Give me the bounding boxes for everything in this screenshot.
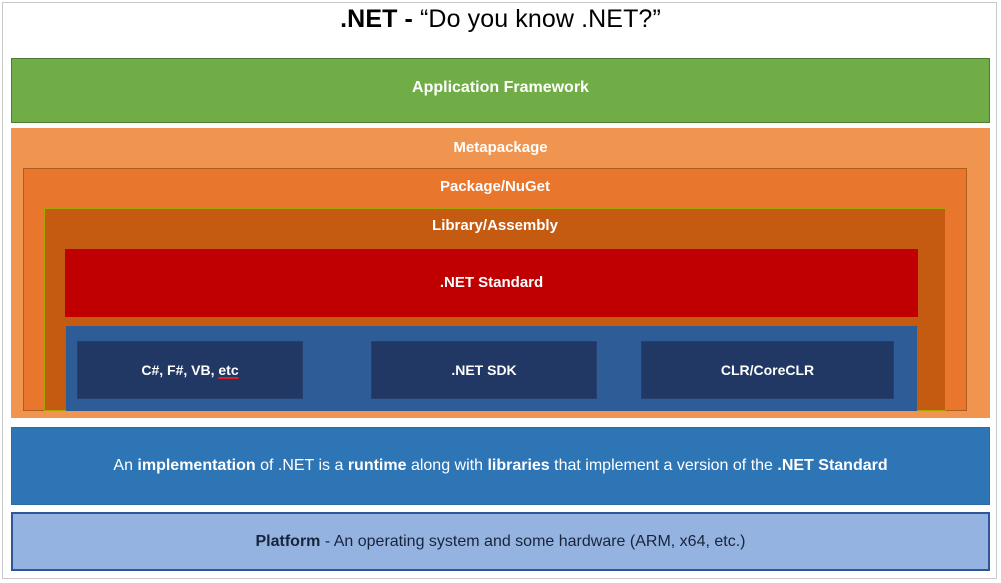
page-title: .NET - “Do you know .NET?” bbox=[0, 5, 1001, 34]
layer-application-framework[interactable]: Application Framework bbox=[11, 58, 990, 123]
component-box-clr[interactable]: CLR/CoreCLR bbox=[641, 341, 894, 399]
component-label-languages: C#, F#, VB, etc bbox=[141, 362, 238, 378]
layer-label-dotnet-standard: .NET Standard bbox=[439, 274, 544, 291]
layer-platform[interactable]: Platform - An operating system and some … bbox=[11, 512, 990, 571]
component-label-languages-etc: etc bbox=[218, 362, 239, 378]
layer-label-application-framework: Application Framework bbox=[412, 79, 589, 96]
component-label-sdk: .NET SDK bbox=[451, 362, 517, 378]
platform-text: Platform - An operating system and some … bbox=[255, 532, 746, 550]
title-quoted-text: “Do you know .NET?” bbox=[412, 5, 661, 33]
layer-dotnet-standard[interactable]: .NET Standard bbox=[65, 249, 918, 317]
implementation-text: An implementation of .NET is a runtime a… bbox=[113, 457, 888, 474]
component-label-languages-prefix: C#, F#, VB, bbox=[141, 362, 219, 378]
components-container: C#, F#, VB, etc .NET SDK CLR/CoreCLR bbox=[66, 326, 917, 411]
component-label-clr: CLR/CoreCLR bbox=[720, 362, 815, 378]
component-box-languages[interactable]: C#, F#, VB, etc bbox=[77, 341, 303, 399]
layer-label-package-nuget: Package/NuGet bbox=[439, 178, 551, 195]
layer-label-metapackage: Metapackage bbox=[453, 139, 548, 156]
layer-implementation[interactable]: An implementation of .NET is a runtime a… bbox=[11, 427, 990, 505]
layer-label-library-assembly: Library/Assembly bbox=[432, 217, 558, 234]
title-bold-prefix: .NET - bbox=[340, 5, 413, 33]
component-box-sdk[interactable]: .NET SDK bbox=[371, 341, 597, 399]
